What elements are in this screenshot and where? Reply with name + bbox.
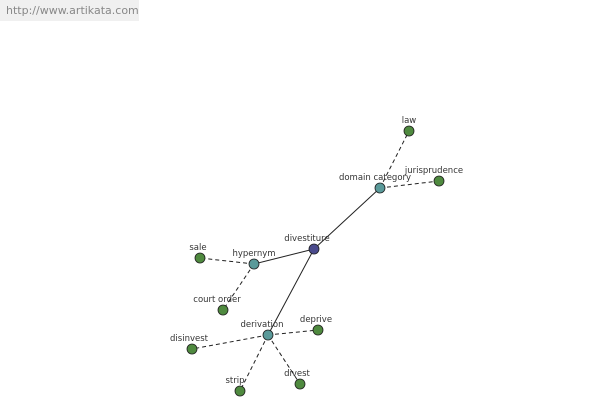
edge-hypernym-sale	[199, 257, 255, 265]
node-label-deprive: deprive	[300, 315, 332, 325]
node-dot-derivation[interactable]	[262, 329, 274, 341]
node-law[interactable]: law	[402, 116, 417, 137]
node-divestiture[interactable]: divestiture	[284, 234, 330, 255]
edge-domain-category-law	[379, 130, 410, 189]
edge-domain-category-jurisprudence	[379, 180, 440, 189]
node-dot-sale[interactable]	[194, 252, 206, 264]
node-dot-divest[interactable]	[294, 378, 306, 390]
node-disinvest[interactable]: disinvest	[170, 334, 209, 355]
edge-divestiture-domain-category	[313, 187, 381, 250]
node-derivation[interactable]: derivation	[240, 320, 284, 341]
edge-divestiture-derivation	[267, 248, 315, 336]
node-dot-divestiture[interactable]	[308, 243, 320, 255]
node-label-strip: strip	[225, 376, 244, 386]
edge-derivation-deprive	[267, 329, 319, 336]
node-label-disinvest: disinvest	[170, 334, 209, 344]
node-strip[interactable]: strip	[225, 376, 246, 397]
edge-derivation-disinvest	[191, 334, 269, 350]
node-domain-category[interactable]: domain category	[339, 173, 411, 194]
node-label-jurisprudence: jurisprudence	[404, 166, 463, 176]
node-dot-law[interactable]	[403, 125, 415, 137]
edges-layer	[191, 130, 440, 392]
node-dot-hypernym[interactable]	[248, 258, 260, 270]
node-dot-jurisprudence[interactable]	[433, 175, 445, 187]
node-label-domain-category: domain category	[339, 173, 411, 183]
nodes-layer: divestiture domain category hypernym deriva…	[170, 116, 463, 397]
node-dot-strip[interactable]	[234, 385, 246, 397]
node-divest[interactable]: divest	[284, 369, 311, 390]
node-label-divest: divest	[284, 369, 310, 379]
node-label-divestiture: divestiture	[284, 234, 329, 244]
edge-divestiture-hypernym	[253, 248, 315, 265]
node-label-sale: sale	[189, 243, 206, 253]
node-court-order[interactable]: court order	[193, 295, 241, 316]
node-label-law: law	[402, 116, 417, 126]
node-jurisprudence[interactable]: jurisprudence	[404, 166, 463, 187]
node-dot-disinvest[interactable]	[186, 343, 198, 355]
node-dot-domain-category[interactable]	[374, 182, 386, 194]
node-label-derivation: derivation	[240, 320, 283, 330]
node-label-court-order: court order	[193, 295, 241, 305]
url-banner: http://www.artikata.com	[0, 0, 139, 21]
node-hypernym[interactable]: hypernym	[232, 249, 276, 270]
edge-hypernym-court-order	[222, 263, 255, 311]
node-sale[interactable]: sale	[189, 243, 207, 264]
url-link[interactable]: http://www.artikata.com	[6, 4, 139, 17]
node-dot-court-order[interactable]	[217, 304, 229, 316]
node-label-hypernym: hypernym	[232, 249, 275, 259]
edge-derivation-strip	[239, 334, 269, 392]
node-deprive[interactable]: deprive	[300, 315, 332, 336]
edge-derivation-divest	[267, 334, 301, 385]
node-dot-deprive[interactable]	[312, 324, 324, 336]
